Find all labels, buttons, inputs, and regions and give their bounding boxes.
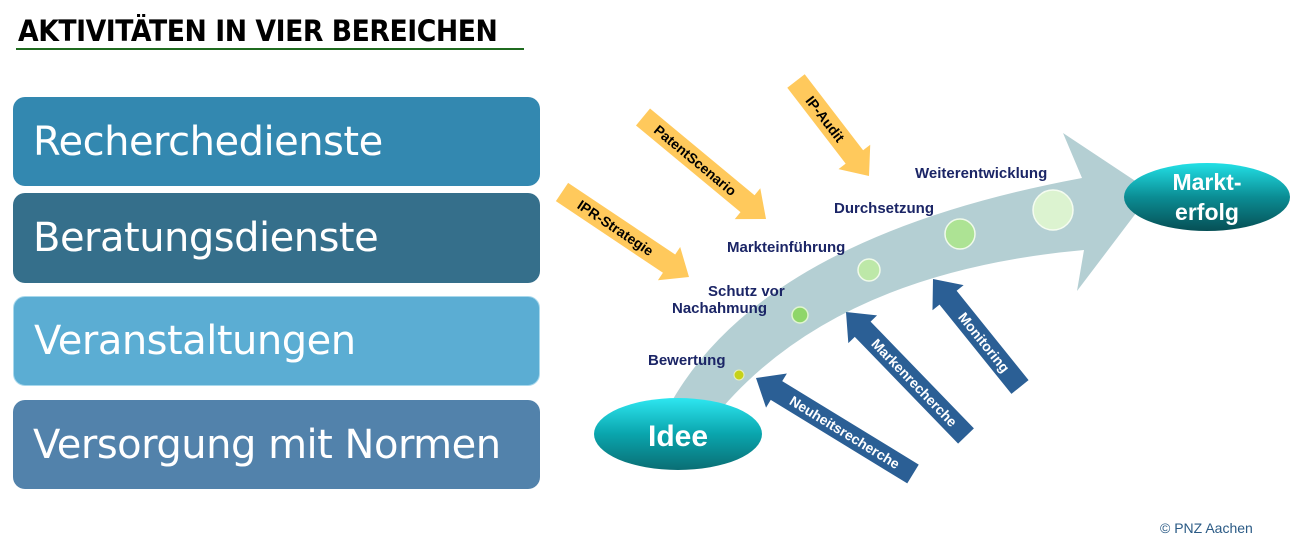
stage-weiterentwicklung: Weiterentwicklung bbox=[915, 165, 1047, 182]
arrow-shape bbox=[787, 74, 871, 177]
end-ellipse bbox=[1124, 163, 1290, 231]
research-arrow: Monitoring bbox=[932, 279, 1029, 394]
copyright: © PNZ Aachen bbox=[1160, 520, 1253, 536]
stage-dot bbox=[733, 369, 745, 381]
arrow-shape bbox=[555, 182, 690, 281]
consulting-arrow: PatentScenario bbox=[635, 108, 766, 220]
end-label-1: Markt- bbox=[1172, 169, 1241, 195]
arrow-shape bbox=[635, 108, 766, 220]
start-ellipse bbox=[594, 398, 762, 470]
arrow-label: Monitoring bbox=[955, 309, 1013, 375]
stage-schutz-2: Nachahmung bbox=[672, 300, 767, 317]
area-recherchedienste[interactable]: Recherchedienste bbox=[13, 97, 540, 186]
arrow-label: IP-Audit bbox=[802, 93, 848, 146]
research-arrow: Neuheitsrecherche bbox=[755, 373, 919, 484]
page-title: AKTIVITÄTEN IN VIER BEREICHEN bbox=[18, 14, 498, 48]
consulting-arrow: IP-Audit bbox=[787, 74, 871, 177]
stage-dot bbox=[1032, 189, 1074, 231]
stage-bewertung: Bewertung bbox=[648, 352, 726, 369]
area-normen[interactable]: Versorgung mit Normen bbox=[13, 400, 540, 489]
stage-dot bbox=[944, 218, 976, 250]
start-label: Idee bbox=[648, 420, 708, 453]
arrow-label: Markenrecherche bbox=[868, 335, 960, 430]
consulting-arrow: IPR-Strategie bbox=[555, 182, 690, 281]
arrow-shape bbox=[932, 279, 1029, 394]
stage-dot bbox=[857, 258, 881, 282]
arrow-label: IPR-Strategie bbox=[575, 197, 657, 259]
arrow-shape bbox=[846, 311, 974, 444]
stage-dot bbox=[791, 306, 809, 324]
stage-markteinfuehrung: Markteinführung bbox=[727, 239, 845, 256]
end-label-2: erfolg bbox=[1175, 199, 1239, 225]
arrow-label: PatentScenario bbox=[651, 122, 740, 199]
arrow-shape bbox=[755, 373, 919, 484]
area-beratungsdienste[interactable]: Beratungsdienste bbox=[13, 193, 540, 283]
progress-arrow bbox=[668, 133, 1152, 408]
arrow-label: Neuheitsrecherche bbox=[787, 393, 903, 473]
area-veranstaltungen[interactable]: Veranstaltungen bbox=[13, 296, 540, 386]
stage-durchsetzung: Durchsetzung bbox=[834, 200, 934, 217]
stage-schutz-1: Schutz vor bbox=[708, 283, 785, 300]
title-underline bbox=[16, 48, 524, 50]
